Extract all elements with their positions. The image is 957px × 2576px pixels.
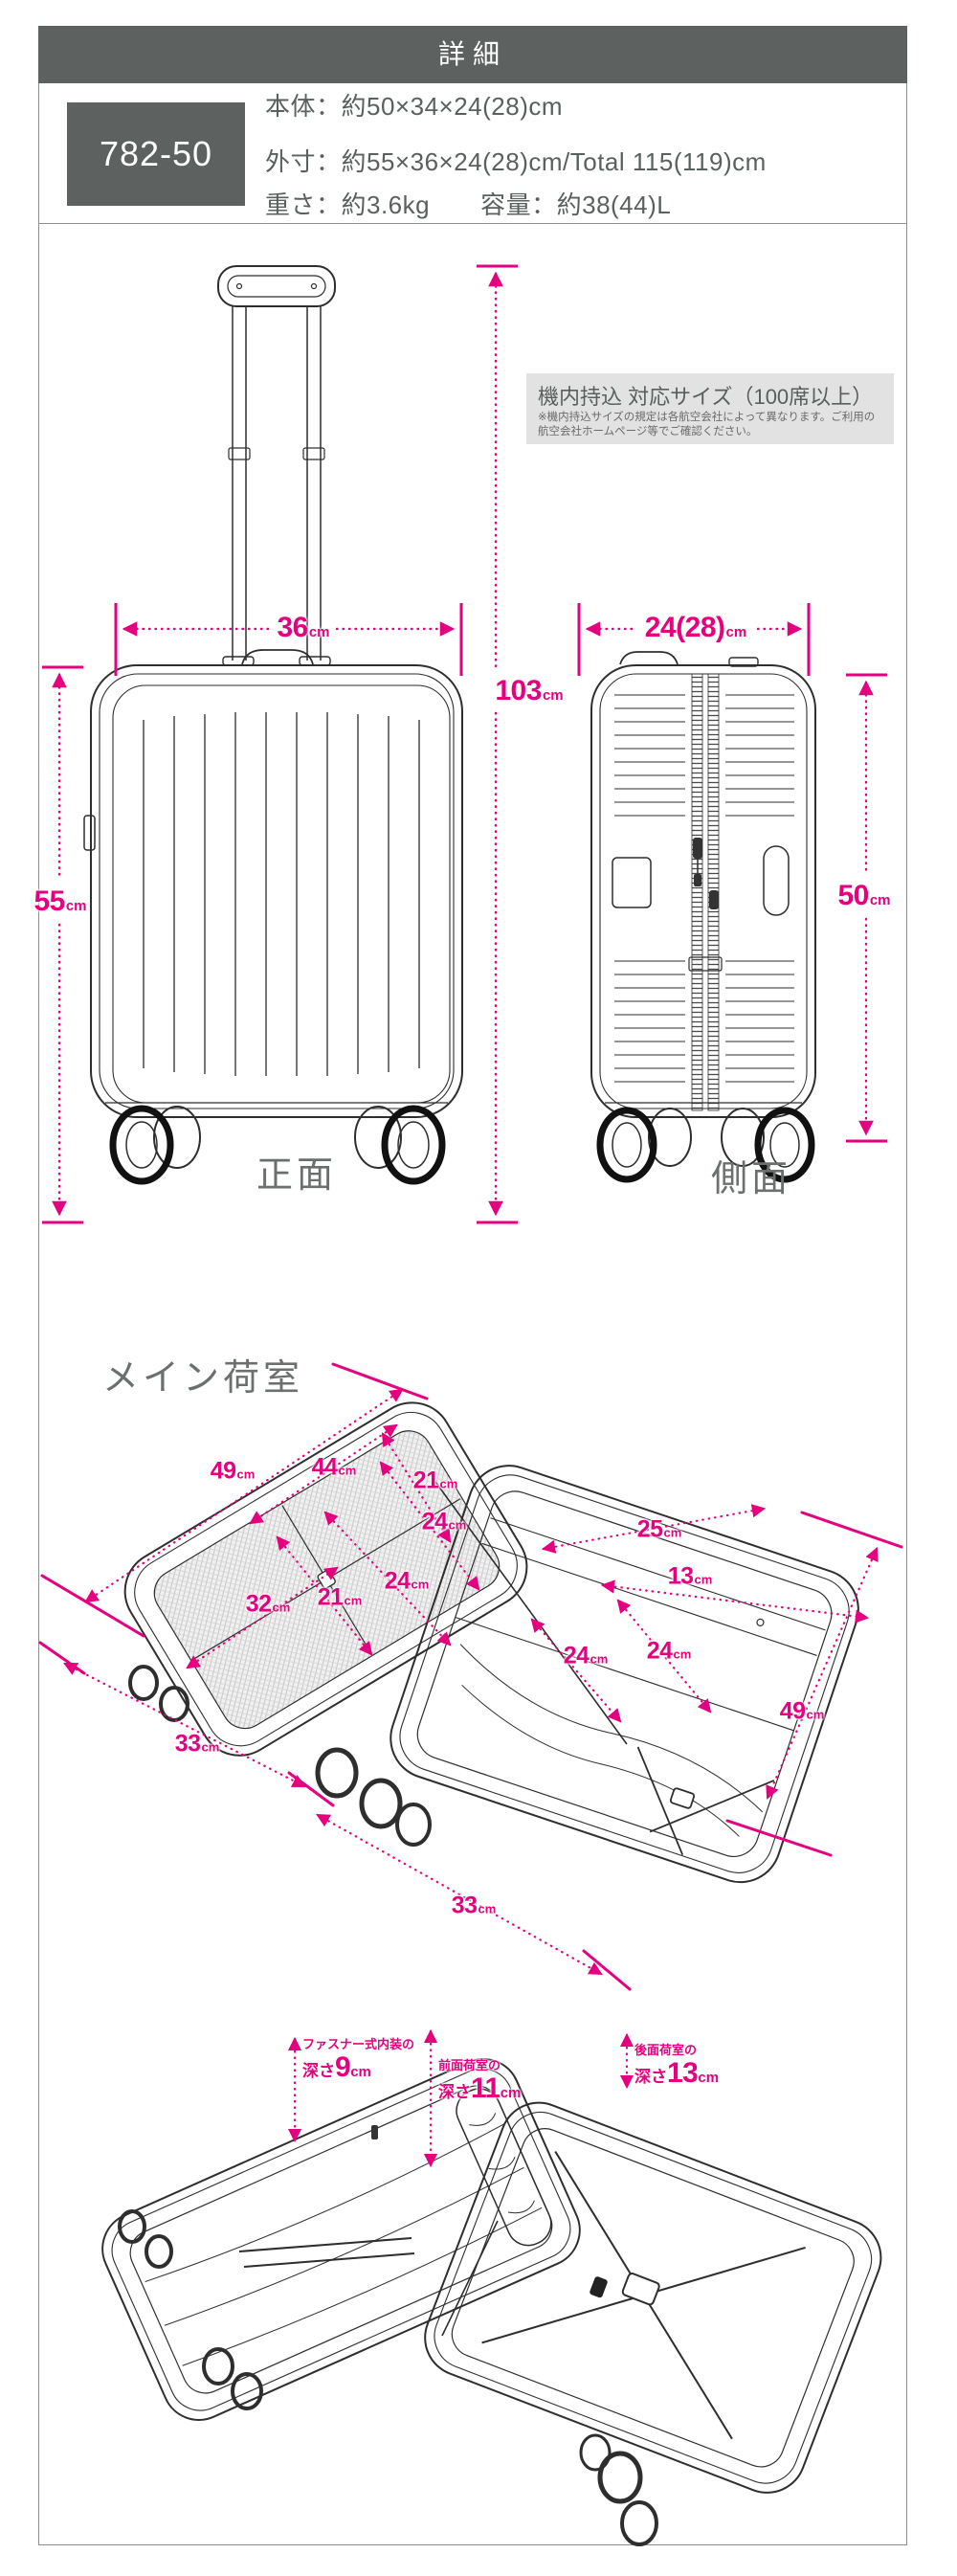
dim-main-1: 44cm [311,1453,357,1481]
carryon-note-line1: ※機内持込サイズの規定は各航空会社によって異なります。ご利用の [538,412,876,423]
spec-panel: 782-50 本体：約50×34×24(28)cm 外寸：約55×36×24(2… [38,83,907,224]
depth-rear-room: 後面荷室の 深さ13cm [634,2043,720,2089]
view-dimension-lines [42,264,887,1224]
depth-dimension-lines [287,2028,634,2168]
dim-main-6: 32cm [245,1590,291,1618]
depth-view-drawing [101,2058,882,2546]
dim-main-9: 24cm [563,1642,609,1669]
spec-body-size: 本体：約50×34×24(28)cm [265,92,564,121]
front-view-label: 正面 [256,1155,338,1196]
dim-total-height: 103cm [495,675,564,706]
dim-main-11: 49cm [779,1697,825,1725]
carryon-note-box: 機内持込 対応サイズ（100席以上） ※機内持込サイズの規定は各航空会社によって… [526,373,894,444]
carryon-note-line2: 航空会社ホームページ等でご確認ください。 [538,426,758,437]
dim-main-12: 33cm [174,1730,220,1758]
dim-main-0: 49cm [210,1457,256,1485]
dim-main-4: 24cm [384,1567,430,1595]
dim-main-8: 13cm [667,1562,713,1590]
dim-main-13: 33cm [451,1892,497,1919]
dim-main-2: 21cm [412,1467,458,1494]
side-view-label: 側面 [711,1159,792,1199]
model-badge: 782-50 [67,102,245,206]
dim-side-height: 50cm [837,880,891,911]
dim-main-10: 24cm [646,1637,692,1665]
side-view-drawing [590,651,816,1183]
spec-weight-capacity: 重さ：約3.6kg 容量：約38(44)L [265,190,672,219]
section-title: 詳細 [38,26,907,83]
dim-front-width: 36cm [277,612,330,643]
main-compartment-title: メイン荷室 [102,1358,304,1399]
dim-main-5: 21cm [317,1583,363,1611]
main-compartment-dimension-lines [38,1362,903,1991]
dim-side-depth: 24(28)cm [644,612,747,643]
front-view-drawing [83,265,463,1185]
dim-main-3: 24cm [421,1508,467,1535]
carryon-title: 機内持込 対応サイズ（100席以上） [538,385,874,409]
depth-front-room: 前面荷室の 深さ11cm [438,2058,522,2104]
dim-main-7: 25cm [636,1515,682,1543]
spec-outer-size: 外寸：約55×36×24(28)cm/Total 115(119)cm [265,147,767,176]
dim-front-height: 55cm [33,885,87,917]
depth-zipper-lining: ファスナー式内装の 深さ9cm [302,2037,415,2083]
